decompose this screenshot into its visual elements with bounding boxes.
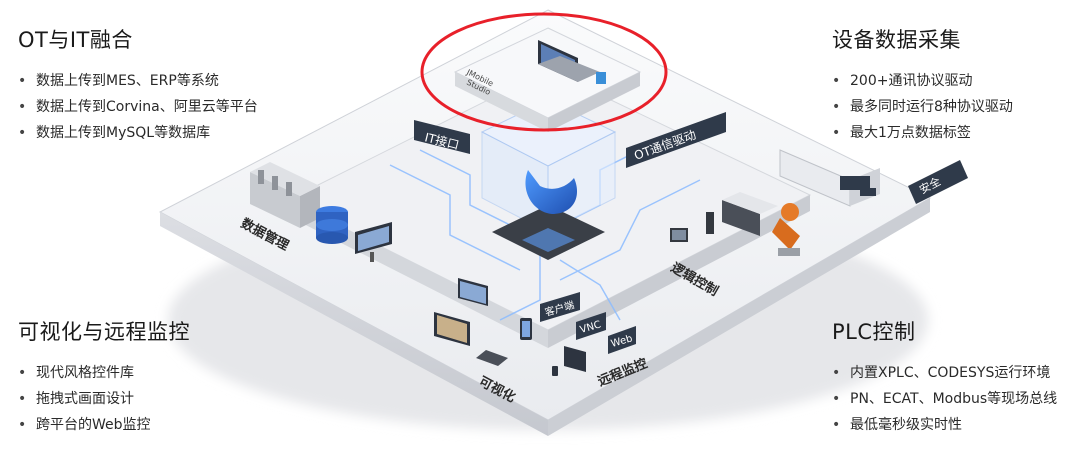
list-item: 最低毫秒级实时性 bbox=[832, 412, 1057, 438]
list-item: 数据上传到MySQL等数据库 bbox=[18, 120, 258, 146]
bullet-list: 数据上传到MES、ERP等系统 数据上传到Corvina、阿里云等平台 数据上传… bbox=[18, 68, 258, 146]
list-item: 数据上传到MES、ERP等系统 bbox=[18, 68, 258, 94]
panel-ot-it-fusion: OT与IT融合 数据上传到MES、ERP等系统 数据上传到Corvina、阿里云… bbox=[18, 24, 258, 146]
list-item: PN、ECAT、Modbus等现场总线 bbox=[832, 386, 1057, 412]
panel-title: 可视化与远程监控 bbox=[18, 320, 190, 344]
data-management-zone bbox=[250, 162, 392, 262]
panel-plc-control: PLC控制 内置XPLC、CODESYS运行环境 PN、ECAT、Modbus等… bbox=[832, 316, 1057, 438]
panel-title: OT与IT融合 bbox=[18, 28, 133, 52]
security-tag: 安全 bbox=[908, 160, 968, 204]
logic-control-zone bbox=[670, 149, 880, 256]
list-item: 最多同时运行8种协议驱动 bbox=[832, 94, 1013, 120]
list-item: 数据上传到Corvina、阿里云等平台 bbox=[18, 94, 258, 120]
highlight-ellipse bbox=[420, 12, 668, 132]
bullet-list: 现代风格控件库 拖拽式画面设计 跨平台的Web监控 bbox=[18, 360, 190, 438]
panel-device-data-collection: 设备数据采集 200+通讯协议驱动 最多同时运行8种协议驱动 最大1万点数据标签 bbox=[832, 24, 1013, 146]
list-item: 跨平台的Web监控 bbox=[18, 412, 190, 438]
vnc-tag: VNC bbox=[576, 312, 606, 340]
central-core-cube bbox=[480, 99, 617, 260]
jmobile-studio-block bbox=[453, 27, 642, 132]
list-item: 现代风格控件库 bbox=[18, 360, 190, 386]
list-item: 内置XPLC、CODESYS运行环境 bbox=[832, 360, 1057, 386]
panel-visualization-remote: 可视化与远程监控 现代风格控件库 拖拽式画面设计 跨平台的Web监控 bbox=[18, 316, 190, 438]
client-tag: 客户端 bbox=[540, 292, 580, 322]
list-item: 拖拽式画面设计 bbox=[18, 386, 190, 412]
bullet-list: 200+通讯协议驱动 最多同时运行8种协议驱动 最大1万点数据标签 bbox=[832, 68, 1013, 146]
list-item: 最大1万点数据标签 bbox=[832, 120, 1013, 146]
web-tag: Web bbox=[608, 326, 636, 354]
panel-title: PLC控制 bbox=[832, 320, 916, 344]
visualization-zone bbox=[434, 278, 586, 376]
list-item: 200+通讯协议驱动 bbox=[832, 68, 1013, 94]
bullet-list: 内置XPLC、CODESYS运行环境 PN、ECAT、Modbus等现场总线 最… bbox=[832, 360, 1057, 438]
panel-title: 设备数据采集 bbox=[832, 28, 961, 52]
